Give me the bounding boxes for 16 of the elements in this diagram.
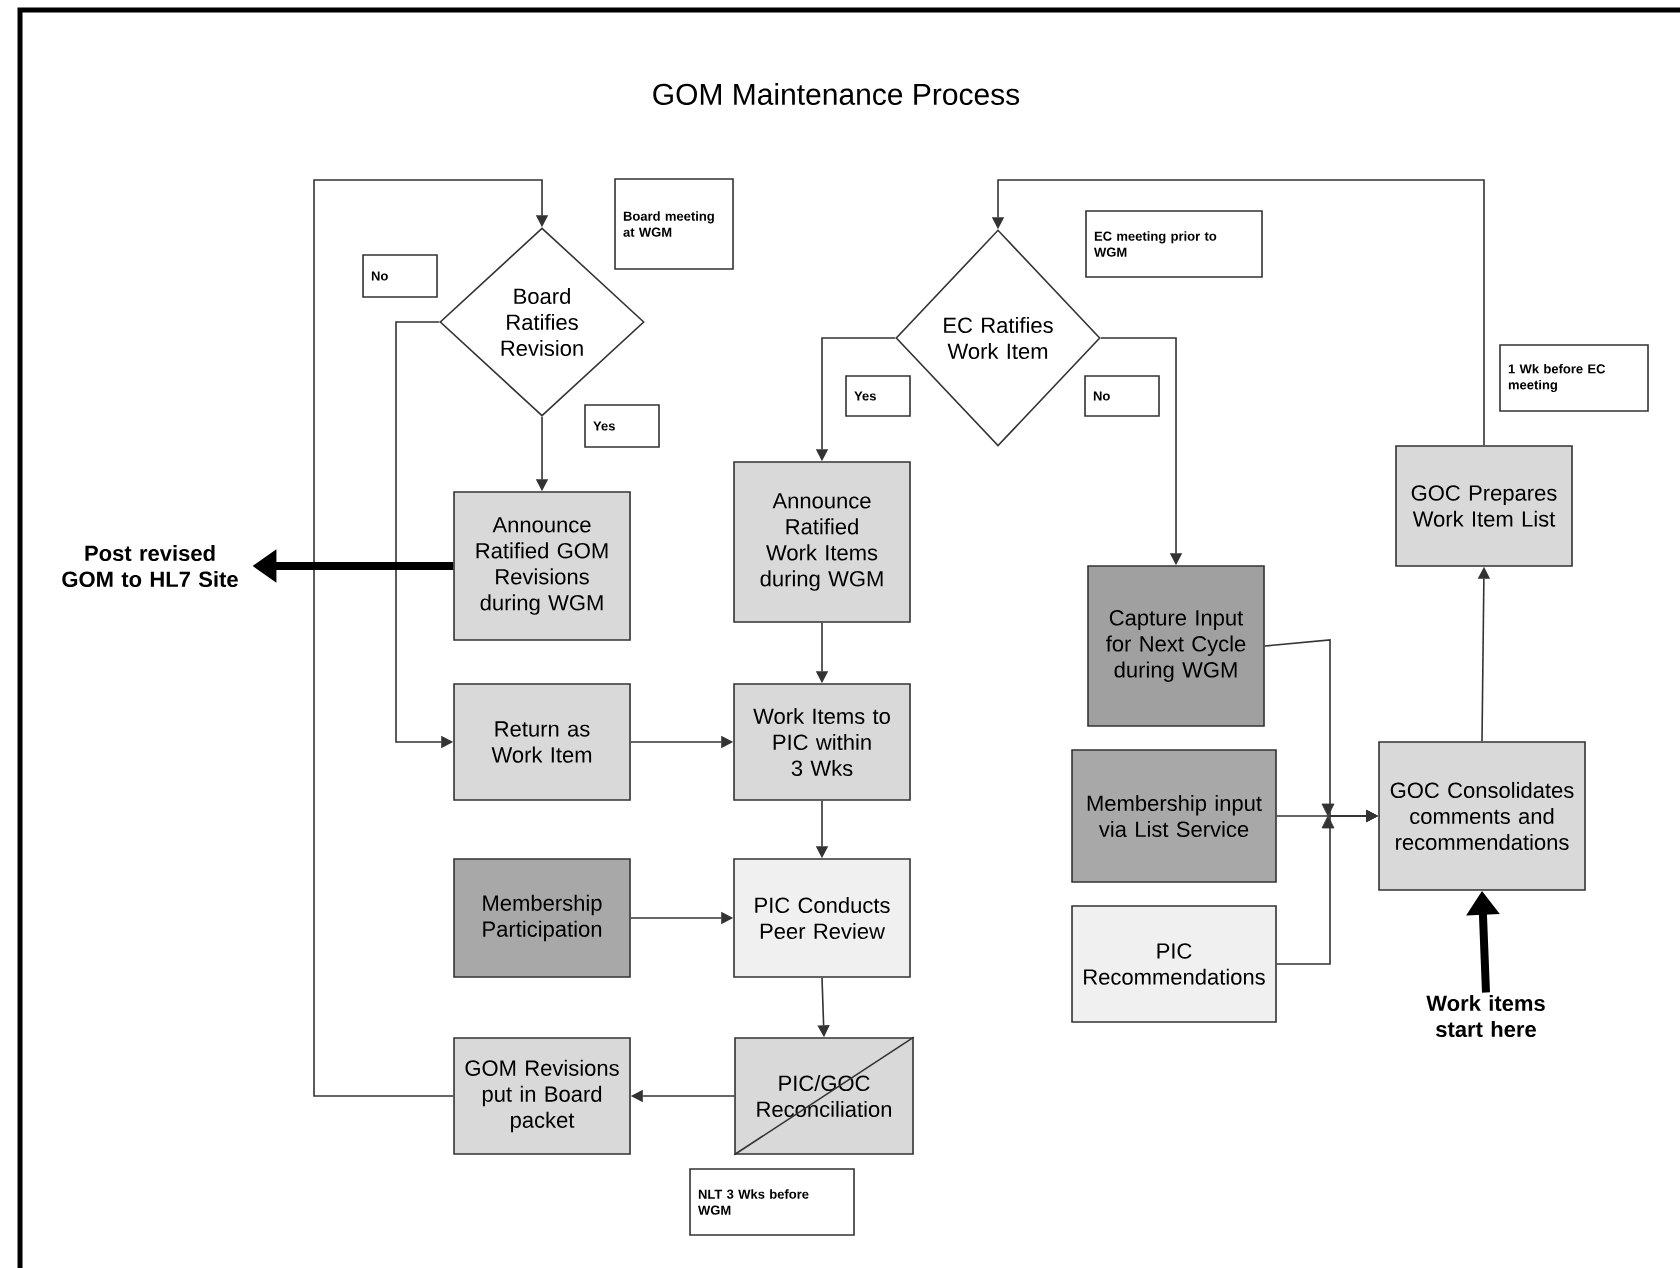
process-box: GOM Revisions put in Board packet: [453, 1037, 631, 1155]
process-box: PIC Recommendations: [1071, 905, 1277, 1023]
process-box: Announce Ratified GOM Revisions during WGM: [453, 491, 631, 641]
arrow: [313, 179, 549, 1097]
callout-text: Work items start here: [1426, 994, 1545, 1038]
process-box: Return as Work Item: [453, 683, 631, 801]
process-box: Membership Participation: [453, 858, 631, 978]
process-box: Announce Ratified Work Items during WGM: [733, 461, 911, 623]
process-box: Membership input via List Service: [1071, 749, 1277, 883]
callout-text: Post revised GOM to HL7 Site: [62, 544, 238, 588]
process-box: Work Items to PIC within 3 Wks: [733, 683, 911, 801]
process-box: Capture Input for Next Cycle during WGM: [1087, 565, 1265, 727]
process-box: GOC Consolidates comments and recommendations: [1378, 741, 1586, 891]
title: GOM Maintenance Process: [653, 83, 1020, 105]
process-box: GOC Prepares Work Item List: [1395, 445, 1573, 567]
process-box: PIC Conducts Peer Review: [733, 858, 911, 978]
